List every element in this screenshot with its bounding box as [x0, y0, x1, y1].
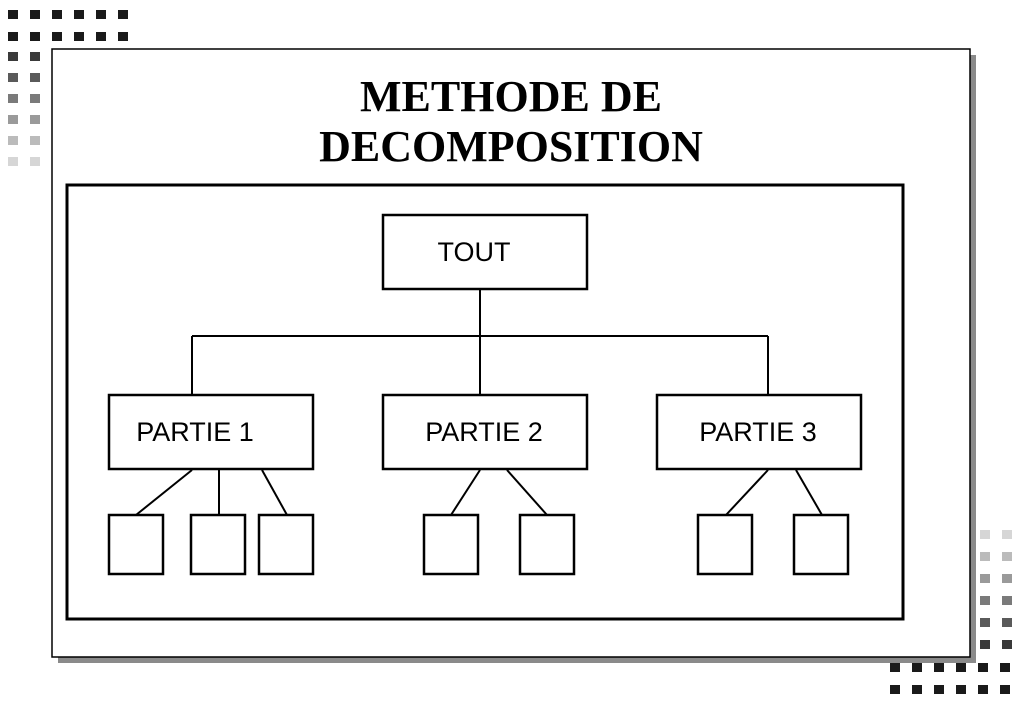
corner-square: [1002, 618, 1012, 627]
leaf-node-p2-1: [422, 513, 480, 576]
corner-square: [30, 32, 40, 41]
corner-square: [980, 596, 990, 605]
node-partie-1-box: [107, 393, 315, 471]
node-root: TOUT: [381, 213, 589, 291]
corner-square: [30, 52, 40, 61]
corner-square: [74, 10, 84, 19]
corner-square: [118, 32, 128, 41]
corner-square: [912, 663, 922, 672]
node-partie-1-label: PARTIE 1: [136, 417, 254, 447]
corner-square: [8, 157, 18, 166]
node-partie-3-box: [655, 393, 863, 471]
corner-square: [978, 663, 988, 672]
corner-square: [52, 32, 62, 41]
corner-square: [30, 115, 40, 124]
corner-square: [1002, 640, 1012, 649]
node-partie-1: PARTIE 1: [107, 393, 315, 471]
corner-square: [1002, 552, 1012, 561]
corner-square: [978, 685, 988, 694]
node-partie-2-box: [381, 393, 589, 471]
leaf-node-p1-3: [257, 513, 315, 576]
node-root-box: [381, 213, 589, 291]
corner-square: [96, 10, 106, 19]
corner-square: [980, 618, 990, 627]
corner-square: [934, 663, 944, 672]
node-partie-2-label: PARTIE 2: [425, 417, 543, 447]
corner-square: [74, 32, 84, 41]
leaf-node-p1-2: [189, 513, 247, 576]
node-root-label: TOUT: [438, 237, 511, 267]
corner-decoration-top-left: [8, 10, 128, 166]
node-partie-3-label: PARTIE 3: [699, 417, 817, 447]
corner-square: [956, 685, 966, 694]
corner-square: [30, 136, 40, 145]
corner-square: [956, 663, 966, 672]
corner-square: [1002, 530, 1012, 539]
corner-square: [30, 10, 40, 19]
corner-square: [980, 530, 990, 539]
title-line-1: METHODE DE: [360, 72, 662, 121]
corner-square: [8, 10, 18, 19]
corner-square: [980, 640, 990, 649]
corner-square: [8, 94, 18, 103]
corner-square: [1002, 596, 1012, 605]
corner-square: [8, 52, 18, 61]
corner-decoration-bottom-right: [890, 530, 1012, 694]
node-partie-3: PARTIE 3: [655, 393, 863, 471]
corner-square: [8, 136, 18, 145]
connector-p3-child-2: [795, 469, 823, 516]
leaf-node-p3-1: [696, 513, 754, 576]
node-partie-2: PARTIE 2: [381, 393, 589, 471]
corner-square: [890, 685, 900, 694]
leaf-nodes: [107, 513, 850, 576]
corner-square: [30, 73, 40, 82]
corner-square: [52, 10, 62, 19]
corner-square: [1000, 685, 1010, 694]
child-connectors: [135, 469, 823, 516]
leaf-node-p2-2: [518, 513, 576, 576]
diagram-frame: [65, 183, 905, 621]
title-line-2: DECOMPOSITION: [319, 122, 703, 171]
corner-square: [8, 115, 18, 124]
corner-square: [980, 574, 990, 583]
connector-p3-child-1: [725, 469, 769, 516]
connector-p1-child-1: [135, 469, 193, 516]
corner-square: [1000, 663, 1010, 672]
corner-square: [890, 663, 900, 672]
corner-square: [1002, 574, 1012, 583]
corner-square: [934, 685, 944, 694]
connector-p1-child-3: [261, 469, 288, 516]
corner-square: [30, 94, 40, 103]
root-connectors: [191, 289, 769, 395]
connector-p2-child-2: [506, 469, 548, 516]
corner-square: [8, 73, 18, 82]
connector-p2-child-1: [450, 469, 481, 516]
leaf-node-p3-2: [792, 513, 850, 576]
corner-square: [118, 10, 128, 19]
corner-square: [30, 157, 40, 166]
corner-square: [96, 32, 106, 41]
leaf-node-p1-1: [107, 513, 165, 576]
corner-square: [980, 552, 990, 561]
corner-square: [8, 32, 18, 41]
corner-square: [912, 685, 922, 694]
